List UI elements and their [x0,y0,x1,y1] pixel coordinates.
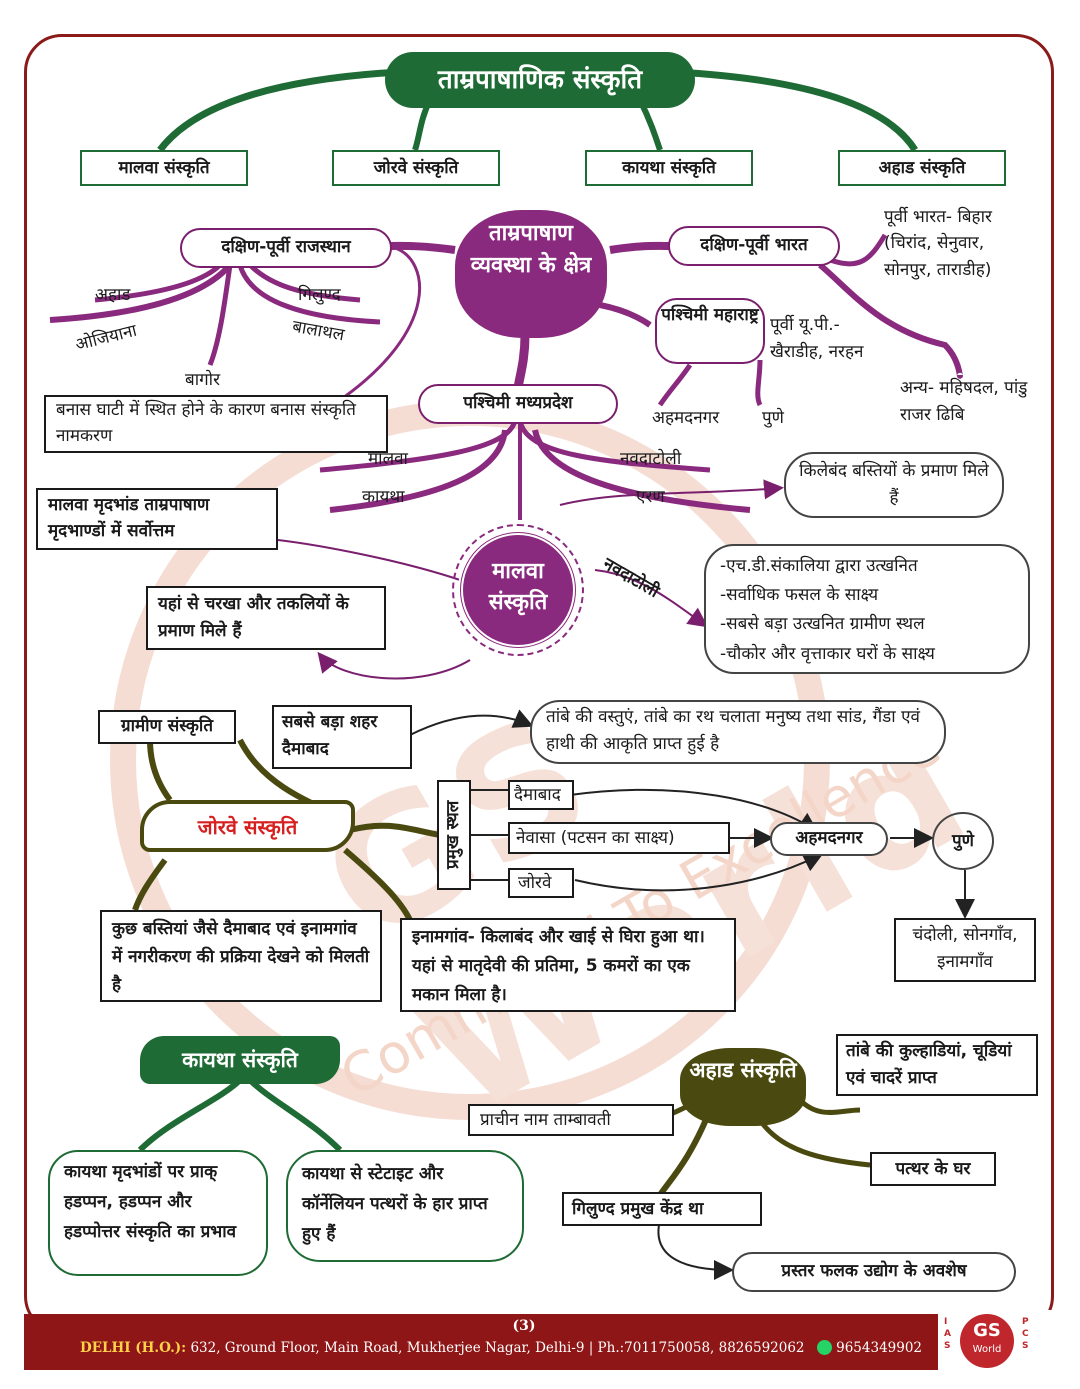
site-ahad: अहाड [95,285,131,305]
navdatoli-point: -सर्वाधिक फसल के साक्ष्य [720,585,879,606]
jorwe-inamgaon: इनामगांव- किलाबंद और खाई से घिरा हुआ था।… [400,918,736,1012]
navdatoli-point: -सबसे बड़ा उत्खनित ग्रामीण स्थल [720,614,925,635]
footer-bar: (3) DELHI (H.O.): 632, Ground Floor, Mai… [24,1314,1024,1370]
site-eran: एरण [636,487,665,507]
site-pune: पुणे [762,408,784,428]
bharat-east: पूर्वी भारत- बिहार (चिरांद, सेनुवार, सोन… [884,207,992,280]
branch-jorwe: जोरवे संस्कृति [332,150,500,186]
rajasthan-label: दक्षिण-पूर्वी राजस्थान [180,228,392,268]
jorwe-pune: पुणे [932,812,994,870]
site-ahmednagar: अहमदनगर [652,408,720,428]
navdatoli-box: -एच.डी.संकालिया द्वारा उत्खनित -सर्वाधिक… [704,544,1030,674]
jorwe-center: जोरवे संस्कृति [140,800,355,852]
ahad-stone: पत्थर के घर [870,1152,996,1186]
main-title: ताम्रपाषाणिक संस्कृति [385,52,695,108]
footer-delhi: DELHI (H.O.): [80,1340,187,1356]
site-kayatha: कायथा [362,487,405,507]
jorwe-rural: ग्रामीण संस्कृति [98,710,236,744]
footer-address-text: 632, Ground Floor, Main Road, Mukherjee … [186,1340,805,1356]
kayatha-right: कायथा से स्टेटाइट और कॉर्नेलियन पत्थरों … [286,1150,524,1262]
malwa-fort: किलेबंद बस्तियों के प्रमाण मिले हैं [784,452,1004,518]
logo-gs: GS [973,1320,1001,1341]
sthal-nevasa: नेवासा (पटसन का साक्ष्य) [508,822,730,854]
footer-address: DELHI (H.O.): 632, Ground Floor, Main Ro… [80,1340,922,1356]
branch-malwa: मालवा संस्कृति [80,150,248,186]
navdatoli-point: -एच.डी.संकालिया द्वारा उत्खनित [720,556,918,576]
malwa-center: मालवा संस्कृति [452,524,584,656]
kayatha-left: कायथा मृदभांडों पर प्राक् हडप्पन, हडप्पन… [48,1150,268,1276]
ahad-gilund: गिलुण्द प्रमुख केंद्र था [562,1192,762,1226]
banas-note: बनास घाटी में स्थित होने के कारण बनास सं… [44,395,388,453]
page-number: (3) [512,1318,536,1334]
jorwe-pune-sites: चंदोली, सोनगाँव, इनामगाँव [894,918,1036,982]
kshetra-center: ताम्रपाषाण व्यवस्था के क्षेत्र [455,210,607,338]
logo-side-right: PCS [1022,1317,1029,1351]
bharat-up: पूर्वी यू.पी.- खैराडीह, नरहन [770,315,864,363]
sthal-daimabad: दैमाबाद [508,780,574,810]
logo-world: World [972,1344,1002,1355]
site-malwa: मालवा [368,449,408,469]
ahad-old-name: प्राचीन नाम ताम्बावती [468,1104,674,1136]
branch-kayatha: कायथा संस्कृति [585,150,753,186]
site-gilund: गिलुण्द [298,285,341,305]
bharat-other: अन्य- महिषदल, पांडु राजर ढिबि [900,378,1028,426]
malwa-pottery: मालवा मृदभांड ताम्रपाषाण मृदभाण्डों में … [36,488,278,550]
gs-world-logo: IAS GS World PCS [938,1310,1058,1374]
jorwe-copper: तांबे की वस्तुएं, तांबे का रथ चलाता मनुष… [530,700,946,764]
whatsapp-icon [816,1340,832,1355]
malwa-charkha: यहां से चरखा और तकलियों के प्रमाण मिले ह… [146,586,386,650]
site-navdatoli: नवदाटोली [620,449,682,469]
bharat-label: दक्षिण-पूर्वी भारत [668,226,840,266]
sthal-jorwe: जोरवे [508,868,574,898]
maharashtra-label: पश्चिमी महाराष्ट्र [655,298,765,364]
navdatoli-point: -चौकोर और वृत्ताकार घरों के साक्ष्य [720,643,935,664]
site-bagor: बागोर [185,370,221,390]
branch-ahad: अहाड संस्कृति [838,150,1006,186]
mp-label: पश्चिमी मध्यप्रदेश [418,384,618,424]
logo-badge: GS World [960,1314,1014,1368]
ahad-copper: तांबे की कुल्हाडियां, चूडियां एवं चादरें… [836,1034,1038,1096]
jorwe-sthal-label: प्रमुख स्थल [437,780,471,890]
jorwe-city: सबसे बड़ा शहर दैमाबाद [272,705,412,769]
jorwe-urban: कुछ बस्तियां जैसे दैमाबाद एवं इनामगांव म… [100,910,382,1002]
ahad-prastar: प्रस्तर फलक उद्योग के अवशेष [732,1252,1016,1292]
kayatha-center: कायथा संस्कृति [140,1036,340,1084]
logo-side-left: IAS [944,1317,951,1351]
footer-whatsapp: 9654349902 [836,1340,923,1356]
ahad-center: अहाड संस्कृति [680,1048,806,1126]
jorwe-ahmednagar: अहमदनगर [770,822,888,856]
